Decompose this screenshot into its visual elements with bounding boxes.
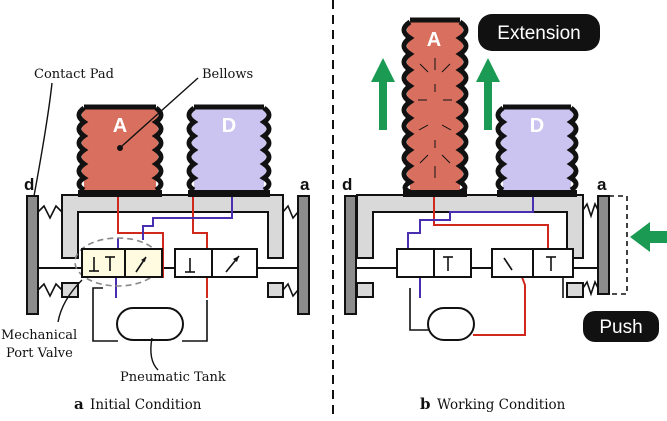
green-arrow-right-head (476, 58, 500, 82)
bellows-d-right-body (501, 108, 573, 190)
push-badge (583, 311, 659, 342)
push-arrow-head (630, 222, 650, 252)
valve-right-cell-1 (396, 248, 435, 278)
contact-pad-d (26, 195, 39, 315)
bellows-a-base (78, 190, 162, 197)
contact-pad-d-right (344, 195, 357, 315)
bellows-a-extended-wall-right (455, 19, 469, 195)
leader-port-valve (57, 279, 83, 323)
contact-pad-a (297, 195, 310, 315)
tank-line-right (182, 300, 208, 342)
frame-top-right (356, 194, 584, 259)
spring-left-bottom (37, 282, 63, 298)
bellows-d-body (192, 108, 266, 190)
spring-left-top (37, 204, 63, 220)
frame-foot-left-right (356, 282, 374, 298)
valve-sym-5-head (233, 256, 239, 262)
contact-pad-ghost (608, 195, 628, 295)
frame-foot-right (267, 282, 284, 298)
spring-right-compressed-bottom (582, 279, 599, 297)
pneumatic-tank-right (427, 307, 475, 341)
tube-blue-d (142, 197, 233, 240)
extension-arrows (371, 58, 667, 252)
panel-initial-condition: A D Contact Pad (1, 67, 310, 413)
bellows-a-extended-label: A (427, 29, 441, 51)
push-label: Push (599, 317, 642, 338)
valve-right-cell-2 (433, 248, 472, 278)
caption-b-letter: b (420, 395, 431, 413)
tank-line-right-left (409, 288, 429, 331)
contact-pad-a-right (597, 195, 610, 295)
label-pneumatic-tank: Pneumatic Tank (120, 370, 226, 385)
green-arrow-left-head (371, 58, 395, 82)
bellows-a-pointer-dot (117, 145, 123, 151)
bellows-d-right-base (497, 190, 577, 197)
valve-right-cell-3 (491, 248, 534, 278)
label-mechanical: Mechanical (1, 328, 77, 343)
label-bellows: Bellows (202, 67, 253, 82)
green-arrow-right-shaft (484, 80, 492, 130)
valve-sym-3-head (141, 257, 146, 262)
label-contact-pad: Contact Pad (34, 67, 114, 82)
spring-right-top (282, 204, 299, 220)
pneumatic-tank (116, 307, 184, 341)
leader-pneumatic-tank (150, 337, 159, 371)
valve-right-cell-4 (532, 248, 574, 278)
pressure-arrows (418, 58, 452, 178)
spring-right-compressed-top (582, 201, 599, 219)
bellows-d-right-wall-left (495, 105, 508, 193)
bellows-d-label: D (222, 115, 236, 137)
valve-right-sym-2 (503, 257, 513, 271)
valve-cell-1 (81, 248, 126, 278)
label-left-a: a (300, 175, 310, 194)
leader-bellows (121, 77, 199, 147)
leader-contact-pad (33, 82, 53, 197)
valve-cell-4 (211, 248, 258, 278)
caption-a-letter: a (74, 395, 84, 413)
bellows-d-right-label: D (530, 115, 544, 137)
label-right-a: a (597, 175, 607, 194)
tank-line-left (92, 287, 118, 342)
spring-right-bottom (282, 282, 299, 298)
extension-badge (478, 14, 600, 51)
bellows-d-base (188, 190, 270, 197)
bellows-a-extended-wall-left (401, 19, 415, 195)
green-arrow-left-shaft (379, 80, 387, 130)
bellows-a-extended-base (403, 190, 467, 197)
frame-foot-right-right (566, 282, 584, 298)
label-port-valve: Port Valve (6, 346, 73, 361)
bellows-a-wall-left (76, 105, 89, 193)
caption-a-text: Initial Condition (90, 397, 202, 413)
valve-cell-2 (124, 248, 163, 278)
caption-b-text: Working Condition (437, 397, 566, 413)
extension-label: Extension (497, 23, 580, 44)
bellows-a-label: A (113, 115, 127, 137)
label-left-d: d (24, 175, 34, 194)
bellows-d-right-wall-right (566, 105, 579, 193)
panel-working-condition: A D (342, 14, 667, 413)
tube-blue-right (407, 197, 534, 250)
bellows-d-wall-left (186, 105, 199, 193)
bellows-a-wall-right (151, 105, 164, 193)
tube-red-right-top (433, 197, 549, 250)
bellows-d-wall-right (259, 105, 272, 193)
label-right-d: d (342, 175, 352, 194)
